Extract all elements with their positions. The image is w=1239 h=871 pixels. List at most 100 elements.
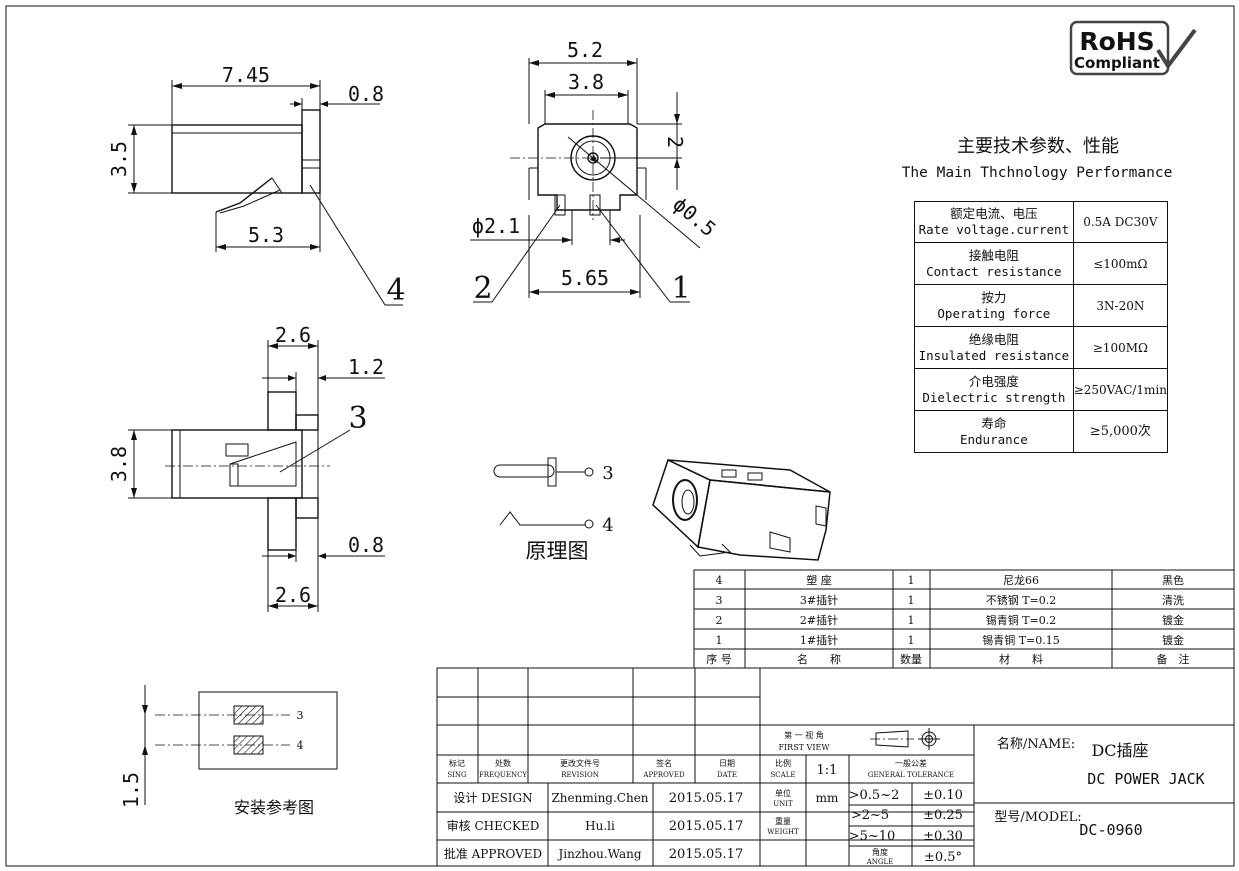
- rev-sign-cn: 标记: [449, 758, 465, 768]
- bom-header-material: 材 料: [999, 652, 1043, 666]
- bom-header-note: 备 注: [1157, 652, 1190, 666]
- dim-top-height: 3.8: [107, 446, 131, 482]
- dim-pcb-spacing: 1.5: [119, 772, 143, 808]
- rev-date-cn: 日期: [719, 759, 735, 768]
- rev-sign-en: SING: [447, 771, 467, 779]
- bom-qty: 1: [908, 614, 915, 627]
- perf-value: ≥250VAC/1min: [1072, 368, 1169, 411]
- perf-value: 3N-20N: [1072, 284, 1169, 327]
- tolerance-cn: 一般公差: [895, 758, 927, 768]
- bom-qty: 1: [908, 594, 915, 607]
- design-label: 设计 DESIGN: [453, 791, 532, 805]
- angle-cn: 角度: [872, 847, 888, 857]
- check-icon: [1156, 28, 1197, 70]
- approved-date: 2015.05.17: [669, 847, 743, 862]
- dim-front-pin: ϕ0.5: [668, 192, 720, 241]
- bom-no: 1: [716, 634, 723, 647]
- model-value: DC-0960: [1079, 821, 1142, 839]
- tol-range: >5~10: [849, 829, 896, 844]
- view-en: FIRST VIEW: [778, 743, 830, 752]
- callout-3: 3: [348, 401, 367, 436]
- iso-view: [652, 458, 831, 561]
- checked-name: Hu.li: [585, 819, 615, 833]
- perf-param-en: Endurance: [959, 431, 1028, 447]
- weight-cn: 重量: [775, 816, 791, 826]
- bom-material: 尼龙66: [1003, 574, 1039, 587]
- perf-param-cn: 绝缘电阻: [968, 331, 1019, 347]
- bom-note: 黑色: [1162, 573, 1184, 587]
- perf-param-en: Operating force: [937, 305, 1051, 321]
- rohs-logo: RoHS Compliant: [1069, 20, 1197, 76]
- tol-value: ±0.30: [923, 829, 963, 844]
- perf-value: ≤100mΩ: [1072, 242, 1169, 285]
- rohs-text: RoHS: [1079, 27, 1154, 56]
- view-cn: 第 一 视 角: [784, 730, 824, 740]
- perf-param-en: Rate voltage.current: [918, 222, 1070, 237]
- angle-en: ANGLE: [866, 858, 894, 866]
- pcb-caption: 安装参考图: [234, 798, 314, 817]
- rev-rev-cn: 更改文件号: [560, 758, 600, 768]
- perf-param-cn: 额定电流、电压: [950, 206, 1038, 221]
- name-label: 名称/NAME:: [997, 736, 1075, 752]
- bom-note: 镀金: [1162, 613, 1184, 627]
- bom-name: 1#插针: [800, 633, 838, 647]
- dim-front-hole: ϕ2.1: [472, 214, 520, 238]
- tol-value: ±0.25: [923, 808, 963, 823]
- angle-tol: ±0.5°: [924, 850, 962, 865]
- bom-no: 3: [716, 594, 723, 607]
- dim-front-outer: 5.2: [567, 38, 603, 62]
- perf-param-en: Dielectric strength: [922, 389, 1066, 405]
- unit-cn: 单位: [775, 788, 791, 798]
- dim-side-tab: 0.8: [348, 82, 384, 106]
- front-view: 5.2 3.8 2 ϕ0.5 ϕ2.1 5.65 2 1: [470, 38, 721, 306]
- rev-appr-en: APPROVED: [642, 771, 685, 779]
- perf-param-en: Contact resistance: [926, 263, 1062, 279]
- bom-qty: 1: [908, 574, 915, 587]
- scale-cn: 比例: [775, 758, 791, 768]
- bom-qty: 1: [908, 634, 915, 647]
- unit-en: UNIT: [773, 800, 793, 808]
- tolerance-en: GENERAL TOLERANCE: [868, 771, 954, 779]
- schem-label-3: 3: [602, 463, 613, 484]
- tol-value: ±0.10: [923, 788, 963, 803]
- schem-label-4: 4: [602, 515, 613, 536]
- checked-date: 2015.05.17: [669, 819, 743, 834]
- compliant-text: Compliant: [1074, 54, 1160, 72]
- perf-param-cn: 寿命: [981, 415, 1007, 431]
- bom-no: 2: [716, 614, 723, 627]
- dim-top-bottom: 2.6: [275, 583, 311, 607]
- perf-value: ≥100MΩ: [1072, 326, 1169, 369]
- rev-rev-en: REVISION: [561, 771, 599, 779]
- first-angle-projection-icon: [870, 728, 940, 750]
- top-view: 3.8 2.6 1.2 3 0.8 2.6: [107, 323, 385, 612]
- name-en: DC POWER JACK: [1087, 770, 1204, 788]
- bom-name: 2#插针: [800, 613, 838, 627]
- model-label: 型号/MODEL:: [994, 810, 1081, 825]
- dim-top-offset: 1.2: [348, 355, 384, 379]
- rev-date-en: DATE: [717, 771, 737, 779]
- perf-value: ≥5,000次: [1072, 410, 1169, 453]
- dim-top-tab: 0.8: [348, 533, 384, 557]
- performance-title-cn: 主要技术参数、性能: [957, 136, 1119, 157]
- bom-header-qty: 数量: [900, 653, 922, 666]
- design-date: 2015.05.17: [669, 791, 743, 806]
- performance-title-en: The Main Thchnology Performance: [902, 165, 1173, 181]
- dim-front-inner: 3.8: [568, 70, 604, 94]
- dim-side-bottom: 5.3: [248, 223, 284, 247]
- weight-en: WEIGHT: [767, 828, 799, 836]
- design-name: Zhenming.Chen: [551, 791, 648, 805]
- bom-name: 3#插针: [800, 593, 838, 607]
- perf-param-cn: 介电强度: [968, 373, 1019, 389]
- dim-top-left: 2.6: [275, 323, 311, 347]
- bom-no: 4: [716, 574, 723, 587]
- callout-2: 2: [473, 271, 492, 306]
- rev-freq-cn: 处数: [495, 758, 511, 768]
- name-cn: DC插座: [1091, 741, 1148, 760]
- pcb-label-4: 4: [297, 739, 304, 752]
- approved-label: 批准 APPROVED: [444, 846, 542, 861]
